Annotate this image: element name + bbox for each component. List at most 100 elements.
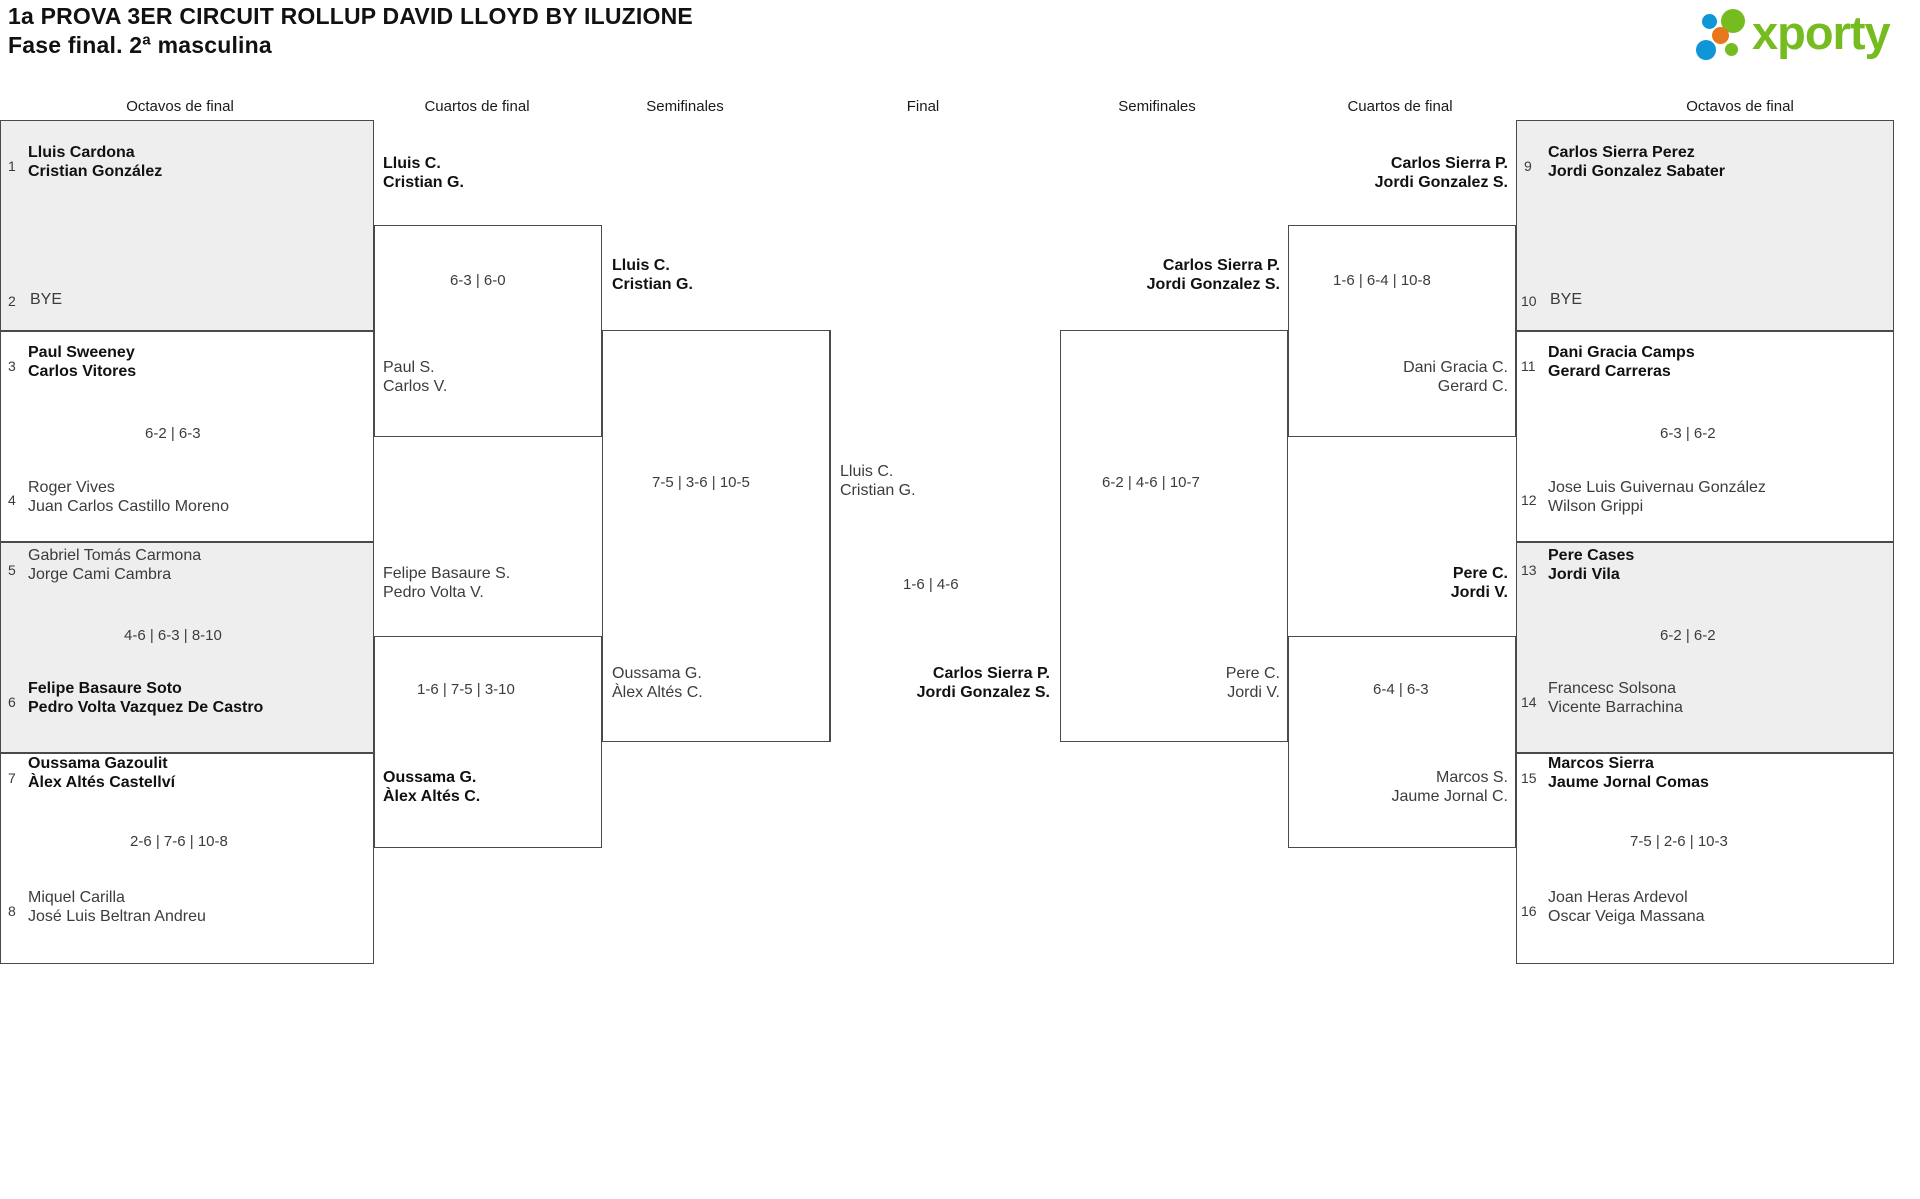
player-name: Vicente Barrachina [1548,699,1683,716]
player-name: Gabriel Tomás Carmona [28,547,202,564]
logo-dot-orange [1712,27,1729,44]
score-left-qf-1: 6-3 | 6-0 [450,272,506,289]
player-name: Carlos Sierra P. [1390,155,1508,172]
player-name: Àlex Altés C. [612,684,703,701]
players-right-qf-2: Pere C. Jordi V. [1246,564,1508,602]
players-right-r16-2: Dani Gracia Camps Gerard Carreras [1548,343,1695,381]
player-bye: BYE [1550,291,1583,308]
player-name: Gerard Carreras [1548,363,1671,380]
players-right-r16-3b: Francesc Solsona Vicente Barrachina [1548,679,1683,717]
players-left-qf-2b: Oussama G. Àlex Altés C. [383,768,480,806]
match-box-left-r16-3[interactable] [0,542,374,753]
player-name: Pedro Volta V. [383,584,484,601]
players-left-qf-1: Lluis C. Cristian G. [383,154,464,192]
player-name: Oussama G. [612,665,702,682]
seed-number: 15 [1521,770,1537,786]
player-name: Àlex Altés C. [383,788,481,805]
players-final-1: Lluis C. Cristian G. [840,462,916,500]
players-left-sf-2: Oussama G. Àlex Altés C. [612,664,703,702]
logo-dots-icon [1688,8,1750,62]
seed-number: 12 [1521,492,1537,508]
match-box-right-r16-1[interactable] [1516,120,1894,331]
player-name: Oussama G. [383,769,477,786]
player-name: Jaume Jornal Comas [1548,774,1709,791]
score-left-qf-2: 1-6 | 7-5 | 3-10 [417,681,515,698]
xporty-logo[interactable]: xporty [1688,6,1908,64]
match-box-left-r16-1[interactable] [0,120,374,331]
player-name: Jordi Gonzalez S. [1146,276,1280,293]
player-bye: BYE [30,291,63,308]
players-right-r16-2b: Jose Luis Guivernau González Wilson Grip… [1548,478,1766,516]
players-left-qf-1b: Paul S. Carlos V. [383,358,447,396]
player-name: Jordi Vila [1548,566,1620,583]
round-label-left-sf: Semifinales [646,98,724,115]
player-name: José Luis Beltran Andreu [28,908,206,925]
player-name: Jordi V. [1450,584,1508,601]
player-name: Joan Heras Ardevol [1548,889,1688,906]
player-name: Marcos S. [1435,769,1508,786]
player-name: Paul Sweeney [28,344,135,361]
players-right-r16-3: Pere Cases Jordi Vila [1548,546,1634,584]
player-name: Lluis C. [840,463,894,480]
seed-number: 8 [8,903,16,919]
match-box-right-r16-2[interactable] [1516,331,1894,542]
player-name: Roger Vives [28,479,115,496]
seed-number: 7 [8,770,16,786]
players-right-qf-1: Carlos Sierra P. Jordi Gonzalez S. [1246,154,1508,192]
player-name: Paul S. [383,359,435,376]
connector-right-sf [1060,330,1288,742]
player-name: Miquel Carilla [28,889,125,906]
players-left-r16-2b: Roger Vives Juan Carlos Castillo Moreno [28,478,229,516]
player-name: Cristian G. [840,482,916,499]
logo-wordmark: xporty [1752,6,1891,59]
player-name: Dani Gracia Camps [1548,344,1695,361]
player-name: Francesc Solsona [1548,680,1677,697]
score-left-sf: 7-5 | 3-6 | 10-5 [652,474,750,491]
score-left-r16-4: 2-6 | 7-6 | 10-8 [130,833,228,850]
seed-number: 2 [8,293,16,309]
score-left-r16-2: 6-2 | 6-3 [145,425,201,442]
match-box-left-r16-2[interactable] [0,331,374,542]
seed-number: 14 [1521,694,1537,710]
round-label-left-qf: Cuartos de final [424,98,530,115]
score-final: 1-6 | 4-6 [903,576,959,593]
match-box-right-r16-3[interactable] [1516,542,1894,753]
round-label-right-r16: Octavos de final [1686,98,1794,115]
connector-left-sf [602,330,830,742]
player-name: Àlex Altés Castellví [28,774,176,791]
players-right-qf-2b: Marcos S. Jaume Jornal C. [1246,768,1509,806]
seed-number: 3 [8,358,16,374]
seed-number: 10 [1521,293,1537,309]
round-label-left-r16: Octavos de final [126,98,234,115]
player-name: Lluis Cardona [28,144,135,161]
seed-number: 5 [8,562,16,578]
round-label-final: Final [906,98,940,115]
player-name: Carlos Vitores [28,363,137,380]
seed-number: 13 [1521,562,1537,578]
match-box-right-r16-4[interactable] [1516,753,1894,964]
match-box-left-r16-4[interactable] [0,753,374,964]
player-name: Cristian G. [612,276,693,293]
connector-left-qf-2 [374,636,602,848]
score-right-r16-4: 7-5 | 2-6 | 10-3 [1630,833,1728,850]
players-right-r16-4b: Joan Heras Ardevol Oscar Veiga Massana [1548,888,1705,926]
player-name: Juan Carlos Castillo Moreno [28,498,229,515]
player-name: Jose Luis Guivernau González [1548,479,1766,496]
player-name: Wilson Grippi [1548,498,1644,515]
seed-number: 4 [8,492,16,508]
player-name: Pere C. [1225,665,1280,682]
players-right-r16-1: Carlos Sierra Perez Jordi Gonzalez Sabat… [1548,143,1725,181]
seed-number: 9 [1524,158,1532,174]
logo-dot-green-small [1725,43,1738,56]
player-name: Felipe Basaure S. [383,565,511,582]
player-name: Gerard C. [1437,378,1508,395]
player-name: Pere C. [1452,565,1508,582]
connector-right-qf-2 [1288,636,1516,848]
players-left-r16-4b: Miquel Carilla José Luis Beltran Andreu [28,888,206,926]
player-name: Carlos V. [383,378,448,395]
logo-dot-blue-small [1702,14,1717,29]
player-name: Jordi Gonzalez S. [1374,174,1508,191]
player-name: Carlos Sierra Perez [1548,144,1695,161]
players-left-qf-2: Felipe Basaure S. Pedro Volta V. [383,564,510,602]
players-right-sf-2: Pere C. Jordi V. [1020,664,1280,702]
